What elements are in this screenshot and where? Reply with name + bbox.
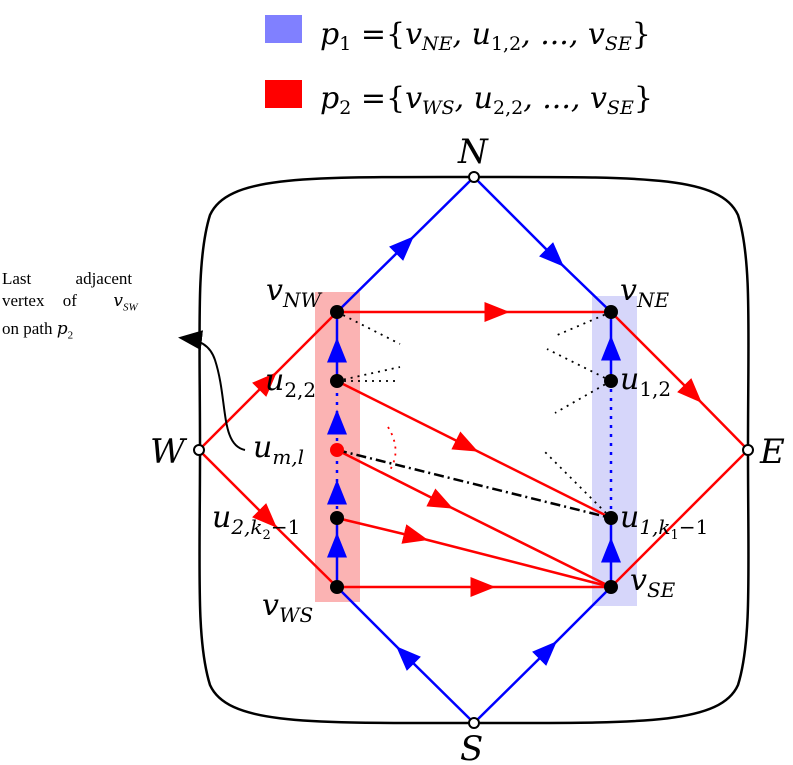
vertex-vWS [330,580,344,594]
vertex-N [468,171,480,183]
annotation-line-3: on path p2 [2,319,74,342]
label-W: W [150,432,188,472]
label-N: N [457,132,489,172]
label-S: S [460,729,483,765]
path2-edges [198,302,749,597]
vertex-u22 [330,374,344,388]
vertex-E [742,444,754,456]
vertex-uml [330,443,344,457]
label-u12: u1,2 [620,362,671,401]
legend-label-p1: p1 ={vNE, u1,2, ..., vSE} [320,17,651,55]
label-vNW: vNW [266,273,322,312]
path1-edges [327,176,621,724]
vertex-vNW [330,305,344,319]
dotted-fan-edges [336,311,612,519]
label-vSE: vSE [630,563,676,602]
legend-swatch-p2 [265,80,302,108]
label-uml: um,l [253,430,304,469]
annotation-text: Last adjacent vertex of vSW on path p2 [2,268,172,347]
vertex-u2k [330,511,344,525]
vertex-u1k [604,511,618,525]
legend-label-p2: p2 ={vWS, u2,2, ..., vSE} [320,81,653,119]
dash-dot-edge [336,448,612,520]
annotation-line-1: Last adjacent [2,269,133,288]
vertex-S [468,717,480,729]
vertex-vSE [604,580,618,594]
label-u2k: u2,k2−1 [212,500,300,543]
dotted-red-arc [387,426,397,471]
label-vNE: vNE [620,273,669,312]
vertices [193,171,754,729]
label-E: E [759,432,785,472]
vertex-W [193,444,205,456]
path1-highlight [592,296,637,606]
vertex-u12 [604,374,618,388]
vertex-vNE [604,305,618,319]
label-u22: u2,2 [265,363,316,402]
annotation-line-2: vertex of vSW [2,291,138,314]
annotation-arrow [178,330,246,451]
label-u1k: u1,k1−1 [620,500,708,543]
label-vWS: vWS [262,588,313,627]
legend-swatch-p1 [265,15,302,43]
